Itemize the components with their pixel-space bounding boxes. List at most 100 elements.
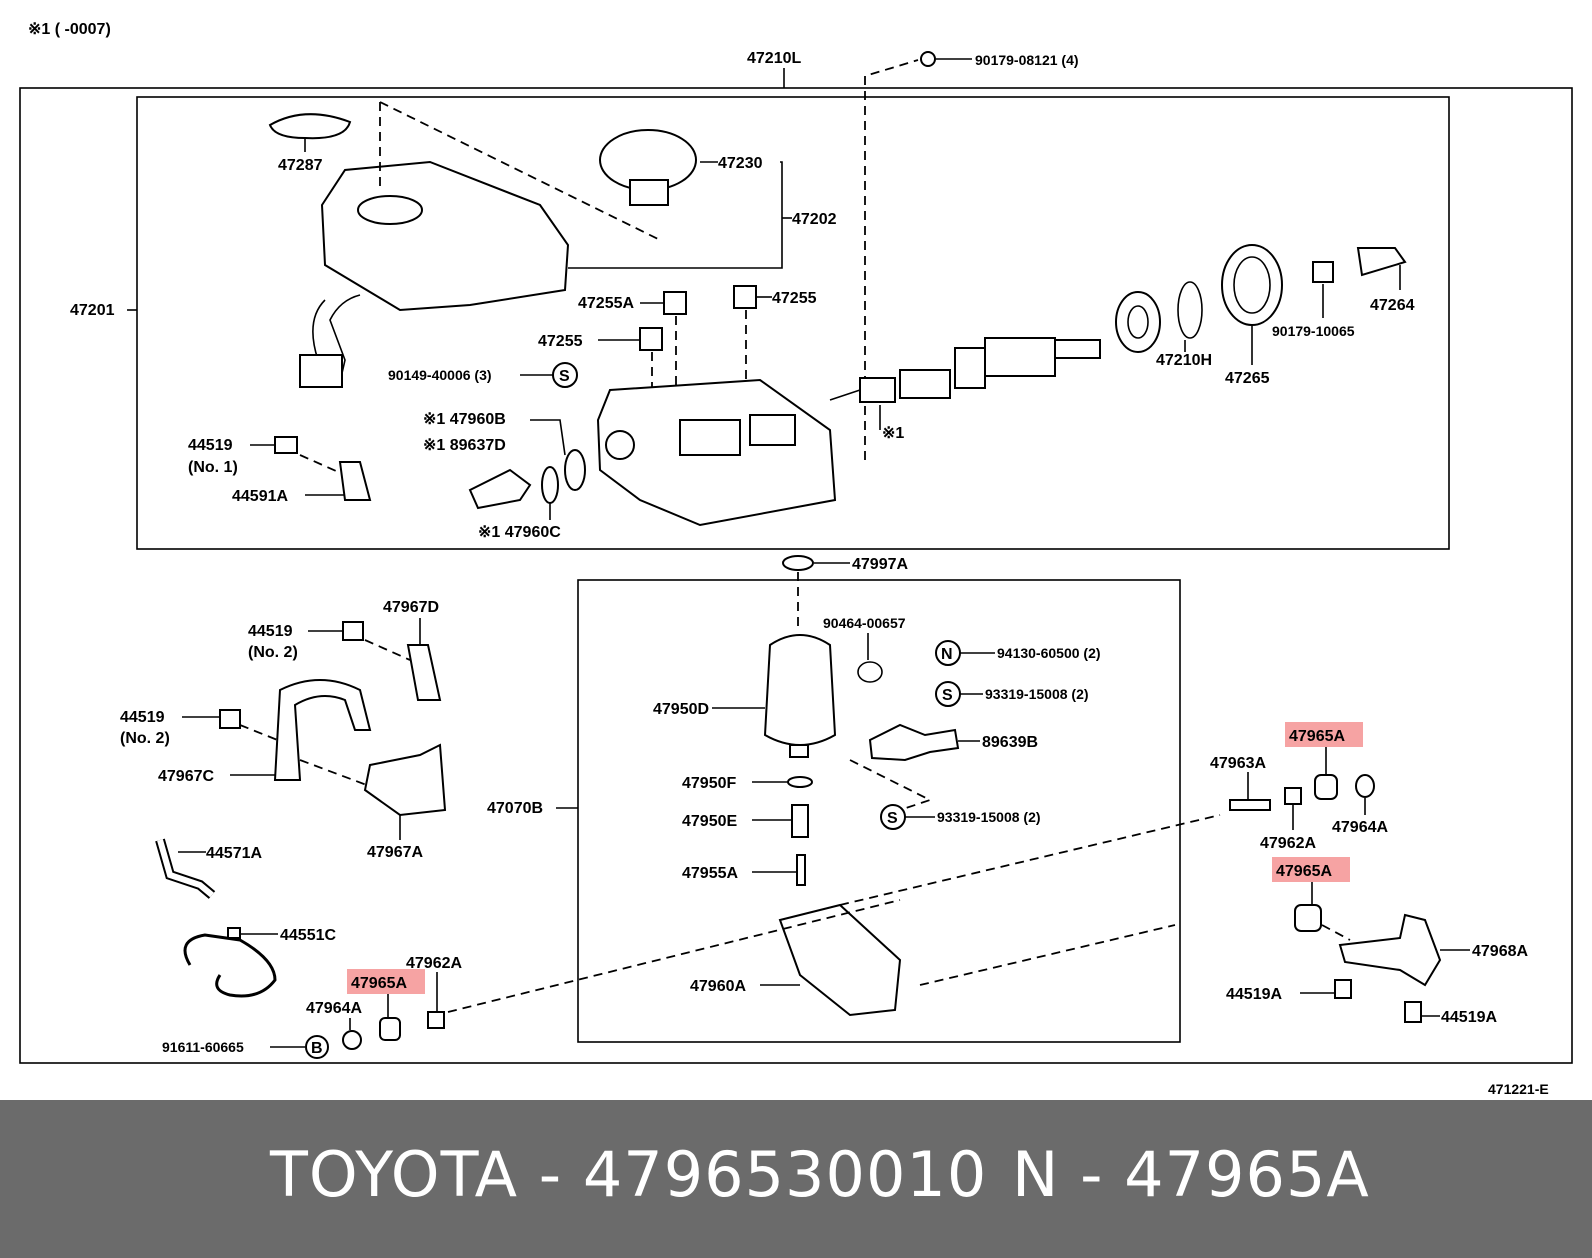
label-44519-no2a-sub: (No. 2) xyxy=(248,644,298,661)
label-47967D: 47967D xyxy=(383,599,439,616)
label-47210L: 47210L xyxy=(747,50,801,67)
top-note: ※1 ( -0007) xyxy=(28,21,111,38)
label-44519-no2b-sub: (No. 2) xyxy=(120,730,170,747)
bolt-icon xyxy=(1334,979,1352,999)
outer-frame xyxy=(19,87,1573,1064)
pump-assy-frame xyxy=(577,579,1181,1043)
label-47070B: 47070B xyxy=(487,800,543,817)
label-44519A-right: 44519A xyxy=(1441,1009,1497,1026)
doc-code: 471221-E xyxy=(1488,1081,1549,1097)
bolt-icon xyxy=(274,436,298,454)
label-47963A: 47963A xyxy=(1210,755,1266,772)
label-90179-10065: 90179-10065 xyxy=(1272,323,1355,339)
label-44591A: 44591A xyxy=(232,488,288,505)
svg-text:S: S xyxy=(942,687,953,704)
exploded-view-svg: ※1 ( -0007) 47210L 90179-08121 (4) 47287… xyxy=(19,21,1573,1097)
label-47210H: 47210H xyxy=(1156,352,1212,369)
bolt-icon xyxy=(920,51,936,67)
plug-icon xyxy=(733,285,757,309)
label-44519-no1-sub: (No. 1) xyxy=(188,459,238,476)
highlight-47965A-right-bottom xyxy=(1272,857,1350,882)
svg-text:N: N xyxy=(941,646,953,663)
bushing-icon xyxy=(1294,904,1322,932)
seal-icon xyxy=(1115,291,1161,353)
bracket-icon xyxy=(363,743,447,817)
label-47950D: 47950D xyxy=(653,701,709,718)
label-47965A-left: 47965A xyxy=(351,975,407,992)
label-44519-no1: 44519 xyxy=(188,437,233,454)
gasket-icon xyxy=(268,113,352,140)
label-47950E: 47950E xyxy=(682,813,737,830)
label-47201: 47201 xyxy=(70,302,115,319)
clamp-icon xyxy=(857,661,883,683)
highlight-47965A-right-top xyxy=(1285,722,1363,747)
label-90179-08121: 90179-08121 (4) xyxy=(975,52,1079,68)
label-47255A: 47255A xyxy=(578,295,634,312)
pressure-switch-icon xyxy=(468,468,532,510)
label-89639B: 89639B xyxy=(982,734,1038,751)
dashed-link xyxy=(864,59,919,460)
parts-diagram: ※1 ( -0007) 47210L 90179-08121 (4) 47287… xyxy=(19,21,1573,1097)
pin-icon xyxy=(796,854,806,886)
tube-icon xyxy=(183,933,277,998)
label-47960C: ※1 47960C xyxy=(478,524,561,541)
svg-text:B: B xyxy=(311,1040,323,1057)
label-47962A-left: 47962A xyxy=(406,955,462,972)
symbol-s-icon xyxy=(552,362,578,388)
label-47950F: 47950F xyxy=(682,775,736,792)
svg-text:S: S xyxy=(887,810,898,827)
plug-icon xyxy=(639,327,663,351)
bushing-icon xyxy=(379,1017,401,1041)
label-94130-60500: 94130-60500 (2) xyxy=(997,645,1101,661)
label-47967A: 47967A xyxy=(367,844,423,861)
label-89637D: ※1 89637D xyxy=(423,437,506,454)
label-44519A-left: 44519A xyxy=(1226,986,1282,1003)
svg-text:S: S xyxy=(559,368,570,385)
label-93319-15008-a: 93319-15008 (2) xyxy=(985,686,1089,702)
label-47962A-right: 47962A xyxy=(1260,835,1316,852)
label-47964A-right: 47964A xyxy=(1332,819,1388,836)
label-44551C: 44551C xyxy=(280,927,336,944)
label-47960B: ※1 47960B xyxy=(423,411,506,428)
reservoir-tank-icon xyxy=(320,160,570,312)
bracket-icon xyxy=(1338,913,1442,987)
label-47264: 47264 xyxy=(1370,297,1415,314)
plug-icon xyxy=(663,291,687,315)
label-47960A: 47960A xyxy=(690,978,746,995)
label-44519-no2a: 44519 xyxy=(248,623,293,640)
snap-ring-icon xyxy=(1177,281,1203,339)
o-ring-icon xyxy=(564,449,586,491)
o-ring-icon xyxy=(787,776,813,788)
clevis-icon xyxy=(1356,247,1407,277)
bolt-icon xyxy=(219,709,241,729)
collar-icon xyxy=(1284,787,1302,805)
nut-icon xyxy=(342,1030,362,1050)
highlight-47965A-left xyxy=(347,969,425,994)
bracket-icon xyxy=(406,644,442,701)
label-47967C: 47967C xyxy=(158,768,214,785)
washer-icon xyxy=(541,466,559,504)
pump-motor-icon xyxy=(763,634,837,746)
symbol-b-icon xyxy=(305,1035,329,1059)
label-44571A: 44571A xyxy=(206,845,262,862)
label-47997A: 47997A xyxy=(852,556,908,573)
bolt-icon xyxy=(1404,1001,1422,1023)
footer-part-number: TOYOTA - 4796530010 xyxy=(270,1138,988,1211)
nut-icon xyxy=(1312,261,1334,283)
label-44519-no2b: 44519 xyxy=(120,709,165,726)
label-47964A-left: 47964A xyxy=(306,1000,362,1017)
footer-bar: TOYOTA - 4796530010 N - 47965A xyxy=(0,1100,1592,1258)
label-47230: 47230 xyxy=(718,155,763,172)
piston-icon xyxy=(859,377,896,403)
footer-ref-code: N - 47965A xyxy=(1012,1138,1370,1211)
label-47287: 47287 xyxy=(278,157,323,174)
label-47202: 47202 xyxy=(792,211,837,228)
label-47965A-right-top: 47965A xyxy=(1289,728,1345,745)
label-47965A-right-bottom: 47965A xyxy=(1276,863,1332,880)
label-90149-40006: 90149-40006 (3) xyxy=(388,367,492,383)
bolt-icon xyxy=(342,621,364,641)
spring-icon xyxy=(791,804,809,838)
nut-icon xyxy=(1355,774,1375,798)
label-x1: ※1 xyxy=(882,425,904,442)
label-47265: 47265 xyxy=(1225,370,1270,387)
